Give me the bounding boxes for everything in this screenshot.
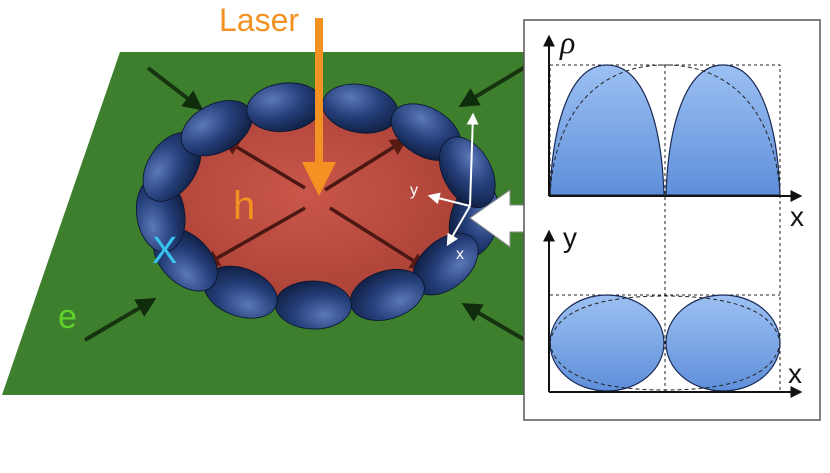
density-reference-arc <box>549 64 781 196</box>
hole-arrow <box>221 138 306 190</box>
local-z-axis <box>466 112 479 207</box>
shape-ellipse-right <box>665 294 781 392</box>
hole-label: h <box>233 184 256 228</box>
bottom-x-axis-label: x <box>788 358 802 389</box>
local-x-axis <box>446 205 471 247</box>
top-x-axis-label: x <box>790 201 804 232</box>
exciton-label: X <box>152 230 178 272</box>
density-curves <box>549 64 781 196</box>
electron-arrow <box>83 297 157 342</box>
density-lobe-right <box>665 64 781 196</box>
hole-arrow <box>329 206 428 270</box>
electron-label: e <box>58 298 77 336</box>
panel-axes <box>543 34 803 398</box>
electron-arrow <box>461 302 527 342</box>
top-y-axis-label: ρ <box>560 24 576 60</box>
local-axes <box>427 112 479 247</box>
electron-arrow <box>146 66 204 111</box>
density-lobe-left <box>549 64 665 196</box>
hole-arrow <box>201 206 306 267</box>
electron-arrows <box>83 56 542 342</box>
local-y-label: y <box>410 182 418 199</box>
laser-label: Laser <box>219 2 300 38</box>
exciton-ellipsoid <box>439 136 496 208</box>
hole-arrows <box>201 138 428 270</box>
local-y-axis <box>427 192 471 207</box>
bottom-y-axis-label: y <box>563 222 577 253</box>
shape-ellipses <box>549 294 781 392</box>
local-x-label: x <box>456 246 464 263</box>
shape-ellipse-left <box>549 294 665 392</box>
shape-reference-arc <box>549 295 781 391</box>
exciton-ring <box>135 82 500 330</box>
laser-beam <box>302 18 336 196</box>
hole-arrow <box>324 138 408 192</box>
